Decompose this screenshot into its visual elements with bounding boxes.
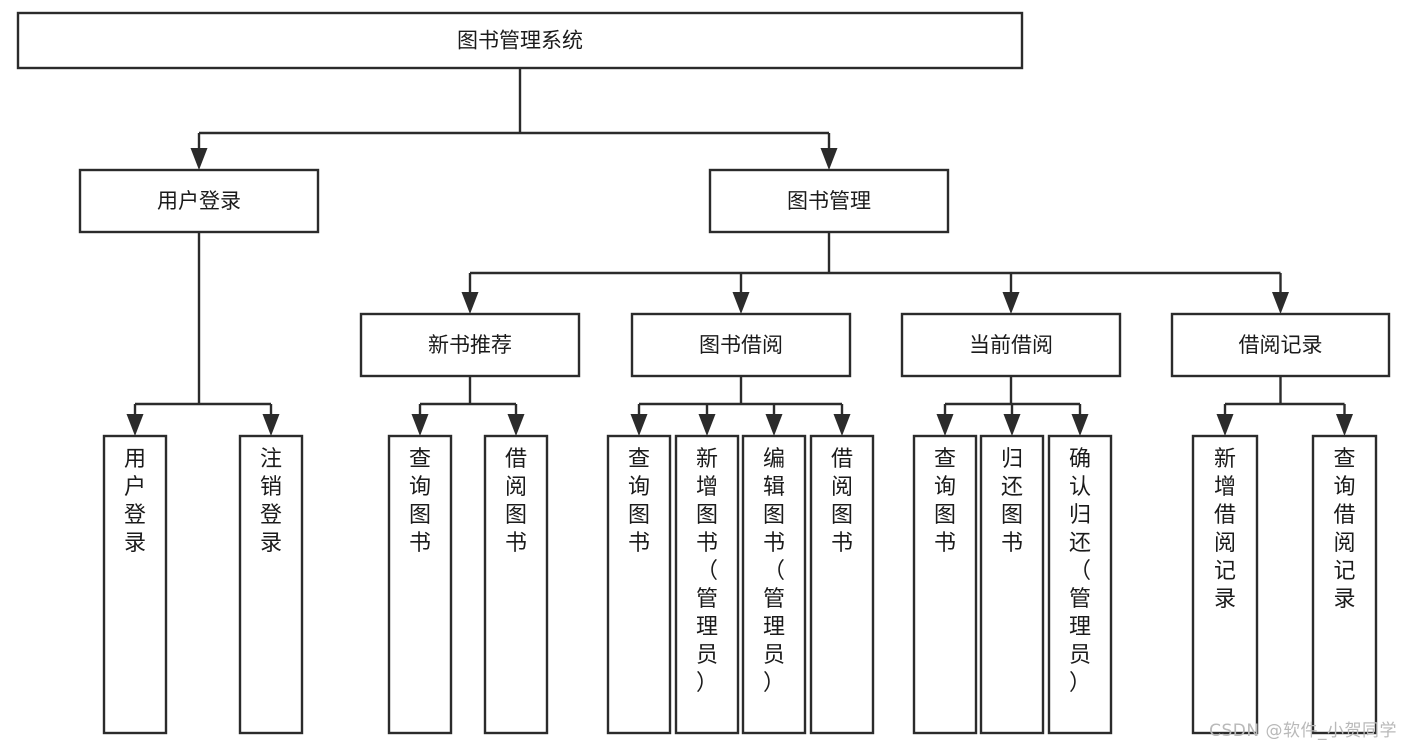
node-leaf-borrow-book-2[interactable]: 借阅图书 — [809, 434, 875, 735]
node-box[interactable] — [483, 434, 549, 735]
node-box[interactable] — [900, 312, 1122, 378]
node-current-borrow[interactable]: 当前借阅 — [900, 312, 1122, 378]
arrow-head-icon — [1003, 414, 1021, 436]
arrow-head-icon — [630, 414, 648, 436]
node-box[interactable] — [238, 434, 304, 735]
connector-group — [630, 376, 851, 436]
arrow-head-icon — [507, 414, 525, 436]
node-label: 查询图书 — [628, 447, 650, 556]
node-leaf-add-book[interactable]: 新增图书（管理员） — [674, 434, 740, 735]
node-box[interactable] — [78, 168, 320, 234]
node-label: 新增图书（管理员） — [696, 447, 718, 696]
node-box[interactable] — [630, 312, 852, 378]
node-box[interactable] — [359, 312, 581, 378]
connector-group — [411, 376, 525, 436]
node-label: 借阅图书 — [831, 447, 853, 556]
node-box[interactable] — [1170, 312, 1391, 378]
arrow-head-icon — [126, 414, 144, 436]
arrow-head-icon — [1272, 292, 1289, 314]
node-box[interactable] — [1047, 434, 1113, 735]
node-label: 归还图书 — [1001, 447, 1023, 556]
node-label: 新书推荐 — [428, 333, 512, 357]
node-borrow-record[interactable]: 借阅记录 — [1170, 312, 1391, 378]
node-label: 图书管理系统 — [457, 29, 583, 53]
node-leaf-query-book-2[interactable]: 查询图书 — [606, 434, 672, 735]
arrow-head-icon — [190, 148, 208, 170]
node-label: 注销登录 — [260, 447, 282, 556]
node-box[interactable] — [979, 434, 1045, 735]
arrow-head-icon — [1071, 414, 1089, 436]
arrow-head-icon — [461, 292, 479, 314]
node-label: 当前借阅 — [969, 333, 1053, 357]
node-leaf-query-book-3[interactable]: 查询图书 — [912, 434, 978, 735]
node-layer: 图书管理系统用户登录图书管理新书推荐图书借阅当前借阅借阅记录用户登录注销登录查询… — [16, 11, 1391, 735]
node-label: 借阅记录 — [1239, 333, 1323, 357]
arrow-head-icon — [698, 414, 716, 436]
node-label: 图书管理 — [787, 189, 871, 213]
connector-group — [1216, 376, 1353, 436]
node-leaf-edit-book[interactable]: 编辑图书（管理员） — [741, 434, 807, 735]
node-leaf-return-book[interactable]: 归还图书 — [979, 434, 1045, 735]
node-box[interactable] — [674, 434, 740, 735]
arrow-head-icon — [1002, 292, 1020, 314]
node-box[interactable] — [1191, 434, 1259, 735]
node-leaf-user-login[interactable]: 用户登录 — [102, 434, 168, 735]
connector-group — [461, 232, 1289, 314]
node-label: 编辑图书（管理员） — [763, 447, 785, 696]
node-leaf-query-record[interactable]: 查询借阅记录 — [1311, 434, 1378, 735]
node-leaf-confirm-return[interactable]: 确认归还（管理员） — [1047, 434, 1113, 735]
arrow-head-icon — [732, 292, 750, 314]
node-leaf-query-book-1[interactable]: 查询图书 — [387, 434, 453, 735]
arrow-head-icon — [765, 414, 783, 436]
node-box[interactable] — [912, 434, 978, 735]
node-box[interactable] — [102, 434, 168, 735]
connector-group — [126, 232, 280, 436]
node-label: 新增借阅记录 — [1214, 447, 1236, 612]
connector-group — [936, 376, 1089, 436]
node-box[interactable] — [708, 168, 950, 234]
node-label: 图书借阅 — [699, 333, 783, 357]
arrow-head-icon — [262, 414, 280, 436]
arrow-head-icon — [1216, 414, 1234, 436]
node-label: 借阅图书 — [505, 447, 527, 556]
node-root[interactable]: 图书管理系统 — [16, 11, 1024, 70]
node-label: 确认归还（管理员） — [1069, 447, 1091, 696]
arrow-head-icon — [833, 414, 851, 436]
node-box[interactable] — [387, 434, 453, 735]
node-book-borrow[interactable]: 图书借阅 — [630, 312, 852, 378]
node-box[interactable] — [16, 11, 1024, 70]
node-leaf-logout[interactable]: 注销登录 — [238, 434, 304, 735]
node-box[interactable] — [1311, 434, 1378, 735]
node-new-book-rec[interactable]: 新书推荐 — [359, 312, 581, 378]
connector-layer — [126, 68, 1353, 436]
node-label: 查询图书 — [934, 447, 956, 556]
node-leaf-borrow-book-1[interactable]: 借阅图书 — [483, 434, 549, 735]
node-box[interactable] — [741, 434, 807, 735]
watermark-text: CSDN @软件_小贺同学 — [1209, 721, 1397, 741]
node-book-manage[interactable]: 图书管理 — [708, 168, 950, 234]
arrow-head-icon — [936, 414, 954, 436]
node-label: 查询图书 — [409, 447, 431, 556]
arrow-head-icon — [820, 148, 838, 170]
connector-group — [190, 68, 838, 170]
node-label: 用户登录 — [157, 189, 241, 213]
node-label: 用户登录 — [124, 447, 146, 556]
node-user-login[interactable]: 用户登录 — [78, 168, 320, 234]
arrow-head-icon — [411, 414, 429, 436]
node-box[interactable] — [606, 434, 672, 735]
arrow-head-icon — [1336, 414, 1353, 436]
node-leaf-add-record[interactable]: 新增借阅记录 — [1191, 434, 1259, 735]
node-box[interactable] — [809, 434, 875, 735]
node-label: 查询借阅记录 — [1333, 447, 1355, 612]
